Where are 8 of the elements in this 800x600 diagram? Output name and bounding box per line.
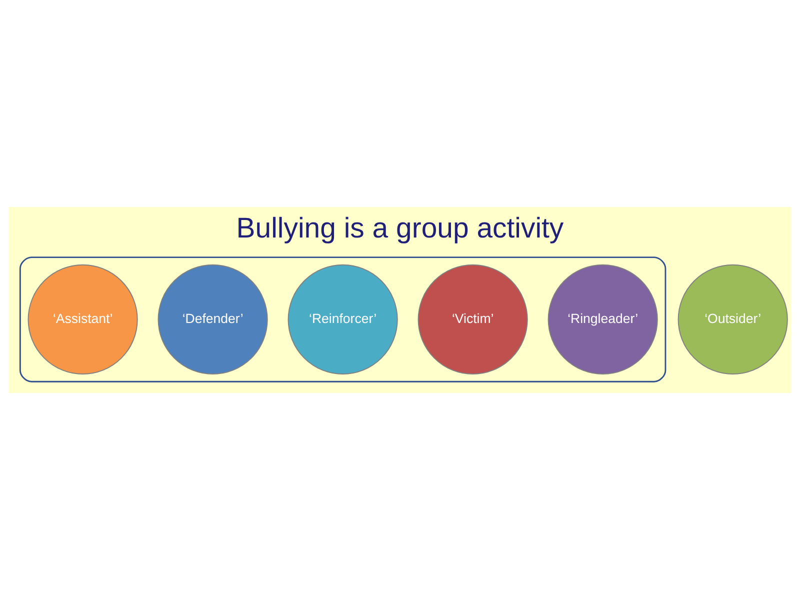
node-circle: ‘Defender’: [158, 264, 268, 374]
node-circle: ‘Outsider’: [678, 264, 788, 374]
node-circle: ‘Assistant’: [28, 264, 138, 374]
node-circle: ‘Ringleader’: [548, 264, 658, 374]
node-circle: ‘Victim’: [418, 264, 528, 374]
cluster: [19, 256, 666, 382]
node-circle: ‘Reinforcer’: [288, 264, 398, 374]
diagram-title: Bullying is a group activity: [236, 212, 564, 244]
